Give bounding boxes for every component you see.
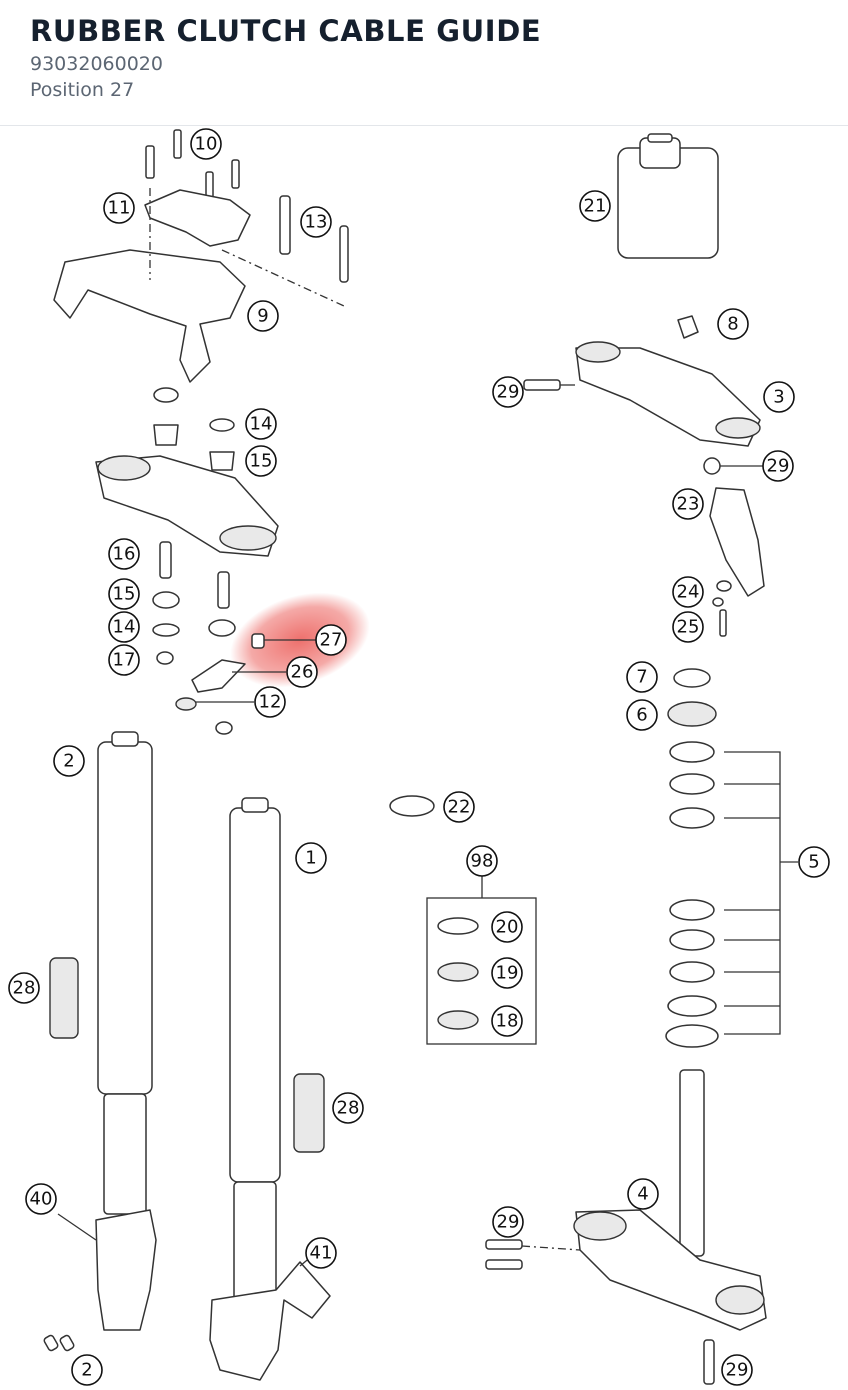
svg-text:21: 21 (584, 196, 607, 217)
part-number: 93032060020 (30, 53, 163, 75)
callout-10[interactable]: 10 (190, 128, 222, 160)
callout-3[interactable]: 3 (763, 381, 795, 413)
svg-text:24: 24 (677, 582, 700, 603)
svg-text:10: 10 (195, 134, 218, 155)
svg-text:28: 28 (337, 1098, 360, 1119)
callout-17[interactable]: 17 (108, 644, 140, 676)
callout-28-right[interactable]: 28 (332, 1092, 364, 1124)
callout-19[interactable]: 19 (491, 957, 523, 989)
callout-4[interactable]: 4 (627, 1178, 659, 1210)
svg-text:40: 40 (30, 1189, 53, 1210)
callout-2-top[interactable]: 2 (53, 745, 85, 777)
svg-text:5: 5 (808, 852, 819, 873)
svg-text:15: 15 (250, 451, 273, 472)
steering-bearing-stack (665, 668, 798, 1048)
svg-text:14: 14 (113, 617, 136, 638)
handlebar-clamp-assembly (53, 129, 349, 383)
part-title: RUBBER CLUTCH CABLE GUIDE (30, 14, 542, 48)
callout-14-lower[interactable]: 14 (108, 611, 140, 643)
callout-29-clamp[interactable]: 29 (762, 450, 794, 482)
callout-2-bottom[interactable]: 2 (71, 1354, 103, 1386)
callout-9[interactable]: 9 (247, 300, 279, 332)
part-position: Position 27 (30, 79, 135, 101)
lower-triple-clamp-assembly (95, 387, 316, 735)
svg-text:26: 26 (291, 662, 314, 683)
callout-8[interactable]: 8 (717, 308, 749, 340)
svg-text:15: 15 (113, 584, 136, 605)
callout-16[interactable]: 16 (108, 538, 140, 570)
callout-24[interactable]: 24 (672, 576, 704, 608)
svg-text:4: 4 (637, 1184, 648, 1205)
callout-27-selected[interactable]: 27 (315, 624, 347, 656)
callout-7[interactable]: 7 (626, 661, 658, 693)
page-header: RUBBER CLUTCH CABLE GUIDE 93032060020 Po… (0, 0, 848, 126)
callout-13[interactable]: 13 (300, 206, 332, 238)
callout-15-lower[interactable]: 15 (108, 578, 140, 610)
svg-text:7: 7 (636, 667, 647, 688)
svg-text:13: 13 (305, 212, 328, 233)
callout-26[interactable]: 26 (286, 656, 318, 688)
callout-15-upper[interactable]: 15 (245, 445, 277, 477)
svg-text:6: 6 (636, 705, 647, 726)
callout-5[interactable]: 5 (798, 846, 830, 878)
callout-20[interactable]: 20 (491, 911, 523, 943)
svg-text:22: 22 (448, 797, 471, 818)
svg-text:2: 2 (81, 1360, 92, 1381)
svg-text:29: 29 (767, 456, 790, 477)
svg-text:29: 29 (726, 1360, 749, 1381)
svg-text:9: 9 (257, 306, 268, 327)
svg-text:29: 29 (497, 382, 520, 403)
callout-29-bottom[interactable]: 29 (721, 1354, 753, 1386)
svg-text:12: 12 (259, 692, 282, 713)
callout-40[interactable]: 40 (25, 1183, 57, 1215)
exploded-parts-diagram: 10 11 13 9 21 8 29 3 29 14 15 23 16 15 2… (8, 128, 830, 1386)
svg-text:11: 11 (108, 198, 131, 219)
svg-text:3: 3 (773, 387, 784, 408)
callout-11[interactable]: 11 (103, 192, 135, 224)
svg-text:18: 18 (496, 1011, 519, 1032)
svg-text:17: 17 (113, 650, 136, 671)
svg-text:25: 25 (677, 617, 700, 638)
seal-kit (389, 795, 537, 1045)
callout-41[interactable]: 41 (305, 1237, 337, 1269)
svg-text:2: 2 (63, 751, 74, 772)
callout-6[interactable]: 6 (626, 699, 658, 731)
fork-leg-left (43, 731, 157, 1352)
callout-29-upper[interactable]: 29 (492, 376, 524, 408)
callout-14-upper[interactable]: 14 (245, 408, 277, 440)
svg-text:41: 41 (310, 1243, 333, 1264)
svg-text:27: 27 (320, 630, 343, 651)
callout-18[interactable]: 18 (491, 1005, 523, 1037)
svg-text:1: 1 (305, 848, 316, 869)
svg-text:8: 8 (727, 314, 738, 335)
oil-can (617, 133, 719, 259)
upper-triple-clamp-assembly (523, 315, 765, 637)
callout-22[interactable]: 22 (443, 791, 475, 823)
svg-text:98: 98 (471, 851, 494, 872)
svg-text:19: 19 (496, 963, 519, 984)
callout-28-left[interactable]: 28 (8, 972, 40, 1004)
svg-text:20: 20 (496, 917, 519, 938)
callout-1[interactable]: 1 (295, 842, 327, 874)
steering-stem (485, 1069, 767, 1385)
callout-29-stem[interactable]: 29 (492, 1206, 524, 1238)
callout-23[interactable]: 23 (672, 488, 704, 520)
svg-text:29: 29 (497, 1212, 520, 1233)
callout-21[interactable]: 21 (579, 190, 611, 222)
svg-text:14: 14 (250, 414, 273, 435)
fork-leg-right (209, 797, 331, 1381)
svg-text:28: 28 (13, 978, 36, 999)
callout-25[interactable]: 25 (672, 611, 704, 643)
svg-text:16: 16 (113, 544, 136, 565)
callout-98[interactable]: 98 (466, 845, 498, 877)
svg-text:23: 23 (677, 494, 700, 515)
callout-12[interactable]: 12 (254, 686, 286, 718)
